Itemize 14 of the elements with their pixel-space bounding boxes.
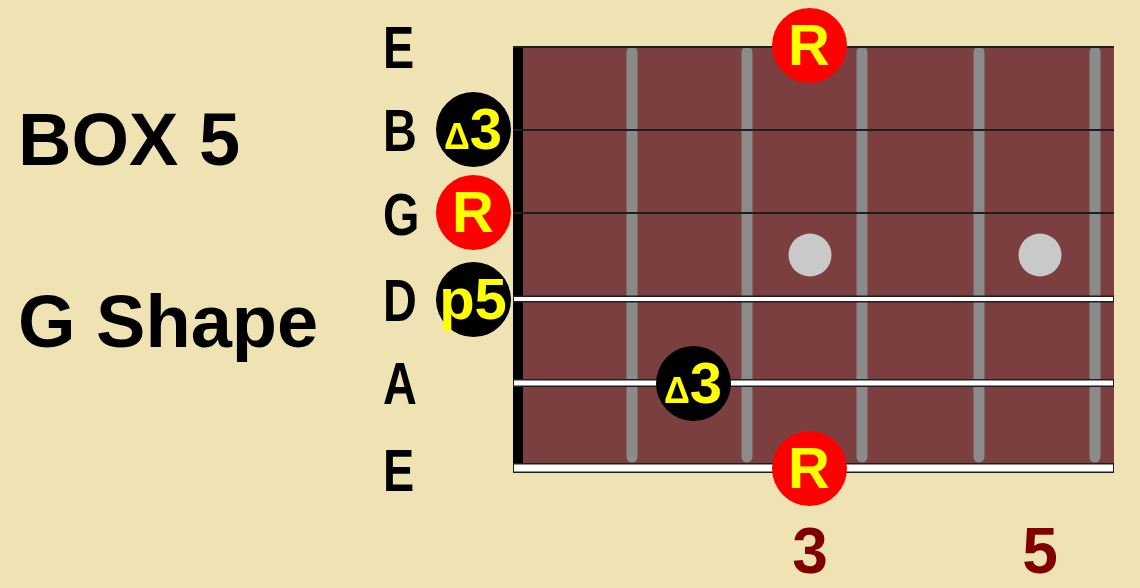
note-label: R bbox=[788, 439, 830, 497]
fret-number: 5 bbox=[1022, 519, 1058, 583]
note-label: R bbox=[452, 183, 494, 241]
string-name-label: D bbox=[383, 271, 417, 331]
note-label: R bbox=[788, 16, 830, 74]
note-label: Δ3 bbox=[663, 354, 723, 412]
pattern-name-label: BOX 5 bbox=[18, 103, 241, 177]
string-name-label: G bbox=[383, 185, 420, 245]
string-name-label: E bbox=[383, 441, 415, 501]
string-name-label: B bbox=[383, 101, 417, 161]
note-label: Δ3 bbox=[443, 100, 503, 158]
fret-number: 3 bbox=[792, 519, 828, 583]
string-name-label: E bbox=[383, 18, 415, 78]
string-name-label: A bbox=[383, 354, 417, 414]
